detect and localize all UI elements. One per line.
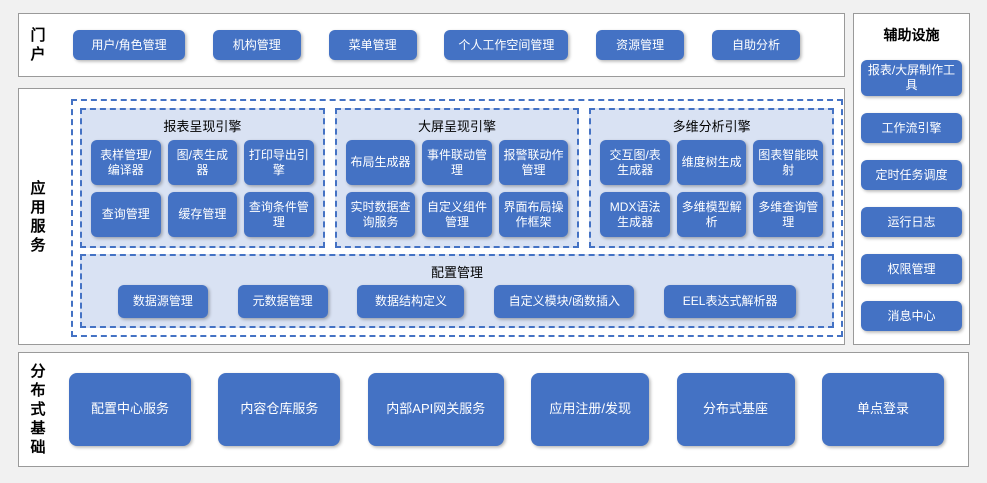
node-report-dashboard-tool: 报表/大屏制作工具 [861,60,962,96]
node-user-role-mgmt: 用户/角色管理 [73,30,185,60]
node-datasource-mgmt: 数据源管理 [117,284,208,318]
engine-grid: 布局生成器 事件联动管理 报警联动作管理 实时数据查询服务 自定义组件管理 界面… [337,138,578,246]
config-items-row: 数据源管理 元数据管理 数据结构定义 自定义模块/函数插入 EEL表达式解析器 [82,284,832,326]
node-menu-mgmt: 菜单管理 [328,30,417,60]
node-interactive-chart-generator: 交互图/表生成器 [600,140,670,185]
node-chart-smart-mapping: 图表智能映射 [753,140,823,185]
node-personal-workspace-mgmt: 个人工作空间管理 [444,30,569,60]
config-group-title: 配置管理 [430,265,483,280]
auxiliary-title: 辅助设施 [883,27,940,43]
auxiliary-items-column: 报表/大屏制作工具 工作流引擎 定时任务调度 运行日志 权限管理 消息中心 [861,60,962,331]
node-multidim-model-parsing: 多维模型解析 [676,192,747,237]
node-report-template-compiler: 表样管理/编译器 [91,140,161,185]
node-layout-generator: 布局生成器 [345,140,416,185]
node-app-register-discovery: 应用注册/发现 [531,373,650,446]
node-resource-mgmt: 资源管理 [596,30,685,60]
engine-grid: 表样管理/编译器 图/表生成器 打印导出引擎 查询管理 缓存管理 查询条件管理 [82,138,323,246]
node-custom-module-function-insert: 自定义模块/函数插入 [494,284,635,318]
node-org-mgmt: 机构管理 [212,30,301,60]
node-ui-layout-framework: 界面布局操作框架 [498,192,569,237]
node-permission-mgmt: 权限管理 [861,254,962,284]
node-alarm-linkage-action-mgmt: 报警联动作管理 [498,140,569,185]
node-query-condition-mgmt: 查询条件管理 [244,192,314,237]
distributed-section-label: 分布式基础 [30,363,46,456]
app-services-section-label: 应用服务 [30,179,46,254]
node-single-sign-on: 单点登录 [821,373,944,446]
node-distributed-base: 分布式基座 [676,373,795,446]
node-scheduled-task-scheduler: 定时任务调度 [861,160,962,190]
config-mgmt-group: 配置管理 数据源管理 元数据管理 数据结构定义 自定义模块/函数插入 EEL表达… [80,254,834,328]
portal-section-label: 门户 [30,27,46,63]
node-print-export-engine: 打印导出引擎 [244,140,314,185]
node-internal-api-gateway-service: 内部API网关服务 [367,373,504,446]
node-mdx-syntax-generator: MDX语法生成器 [600,192,670,237]
node-eel-expression-parser: EEL表达式解析器 [664,284,797,318]
node-query-mgmt: 查询管理 [91,192,161,237]
node-message-center: 消息中心 [861,301,962,331]
app-services-panel: 应用服务 报表呈现引擎 表样管理/编译器 图/表生成器 打印导出引擎 查询管理 … [18,88,845,345]
app-services-label-wrap: 应用服务 [28,89,48,344]
portal-items-row: 用户/角色管理 机构管理 菜单管理 个人工作空间管理 资源管理 自助分析 [73,14,800,76]
node-run-log: 运行日志 [861,207,962,237]
engine-title: 多维分析引擎 [672,119,751,134]
engine-title: 报表呈现引擎 [163,119,242,134]
node-realtime-data-query-service: 实时数据查询服务 [345,192,416,237]
engine-grid: 交互图/表生成器 维度树生成 图表智能映射 MDX语法生成器 多维模型解析 多维… [591,138,832,246]
node-chart-table-generator: 图/表生成器 [167,140,238,185]
node-content-repo-service: 内容仓库服务 [218,373,341,446]
node-workflow-engine: 工作流引擎 [861,113,962,143]
node-config-center-service: 配置中心服务 [69,373,191,446]
node-event-linkage-mgmt: 事件联动管理 [422,140,492,185]
node-data-structure-definition: 数据结构定义 [357,284,465,318]
olap-engine-group: 多维分析引擎 交互图/表生成器 维度树生成 图表智能映射 MDX语法生成器 多维… [589,108,835,248]
distributed-label-wrap: 分布式基础 [28,353,48,466]
portal-panel: 门户 用户/角色管理 机构管理 菜单管理 个人工作空间管理 资源管理 自助分析 [18,13,845,77]
distributed-items-row: 配置中心服务 内容仓库服务 内部API网关服务 应用注册/发现 分布式基座 单点… [69,353,944,466]
engine-title: 大屏呈现引擎 [418,119,497,134]
auxiliary-panel: 辅助设施 报表/大屏制作工具 工作流引擎 定时任务调度 运行日志 权限管理 消息… [853,13,970,345]
dashboard-render-engine-group: 大屏呈现引擎 布局生成器 事件联动管理 报警联动作管理 实时数据查询服务 自定义… [334,108,580,248]
node-dimension-tree-generation: 维度树生成 [676,140,747,185]
node-metadata-mgmt: 元数据管理 [237,284,328,318]
node-self-service-analysis: 自助分析 [711,30,800,60]
portal-label-wrap: 门户 [28,14,48,76]
report-render-engine-group: 报表呈现引擎 表样管理/编译器 图/表生成器 打印导出引擎 查询管理 缓存管理 … [80,108,325,248]
app-services-dashed-container: 报表呈现引擎 表样管理/编译器 图/表生成器 打印导出引擎 查询管理 缓存管理 … [71,99,843,337]
engine-row: 报表呈现引擎 表样管理/编译器 图/表生成器 打印导出引擎 查询管理 缓存管理 … [80,108,835,248]
node-multidim-query-mgmt: 多维查询管理 [753,192,823,237]
node-cache-mgmt: 缓存管理 [167,192,238,237]
node-custom-component-mgmt: 自定义组件管理 [422,192,492,237]
distributed-foundation-panel: 分布式基础 配置中心服务 内容仓库服务 内部API网关服务 应用注册/发现 分布… [18,352,969,467]
